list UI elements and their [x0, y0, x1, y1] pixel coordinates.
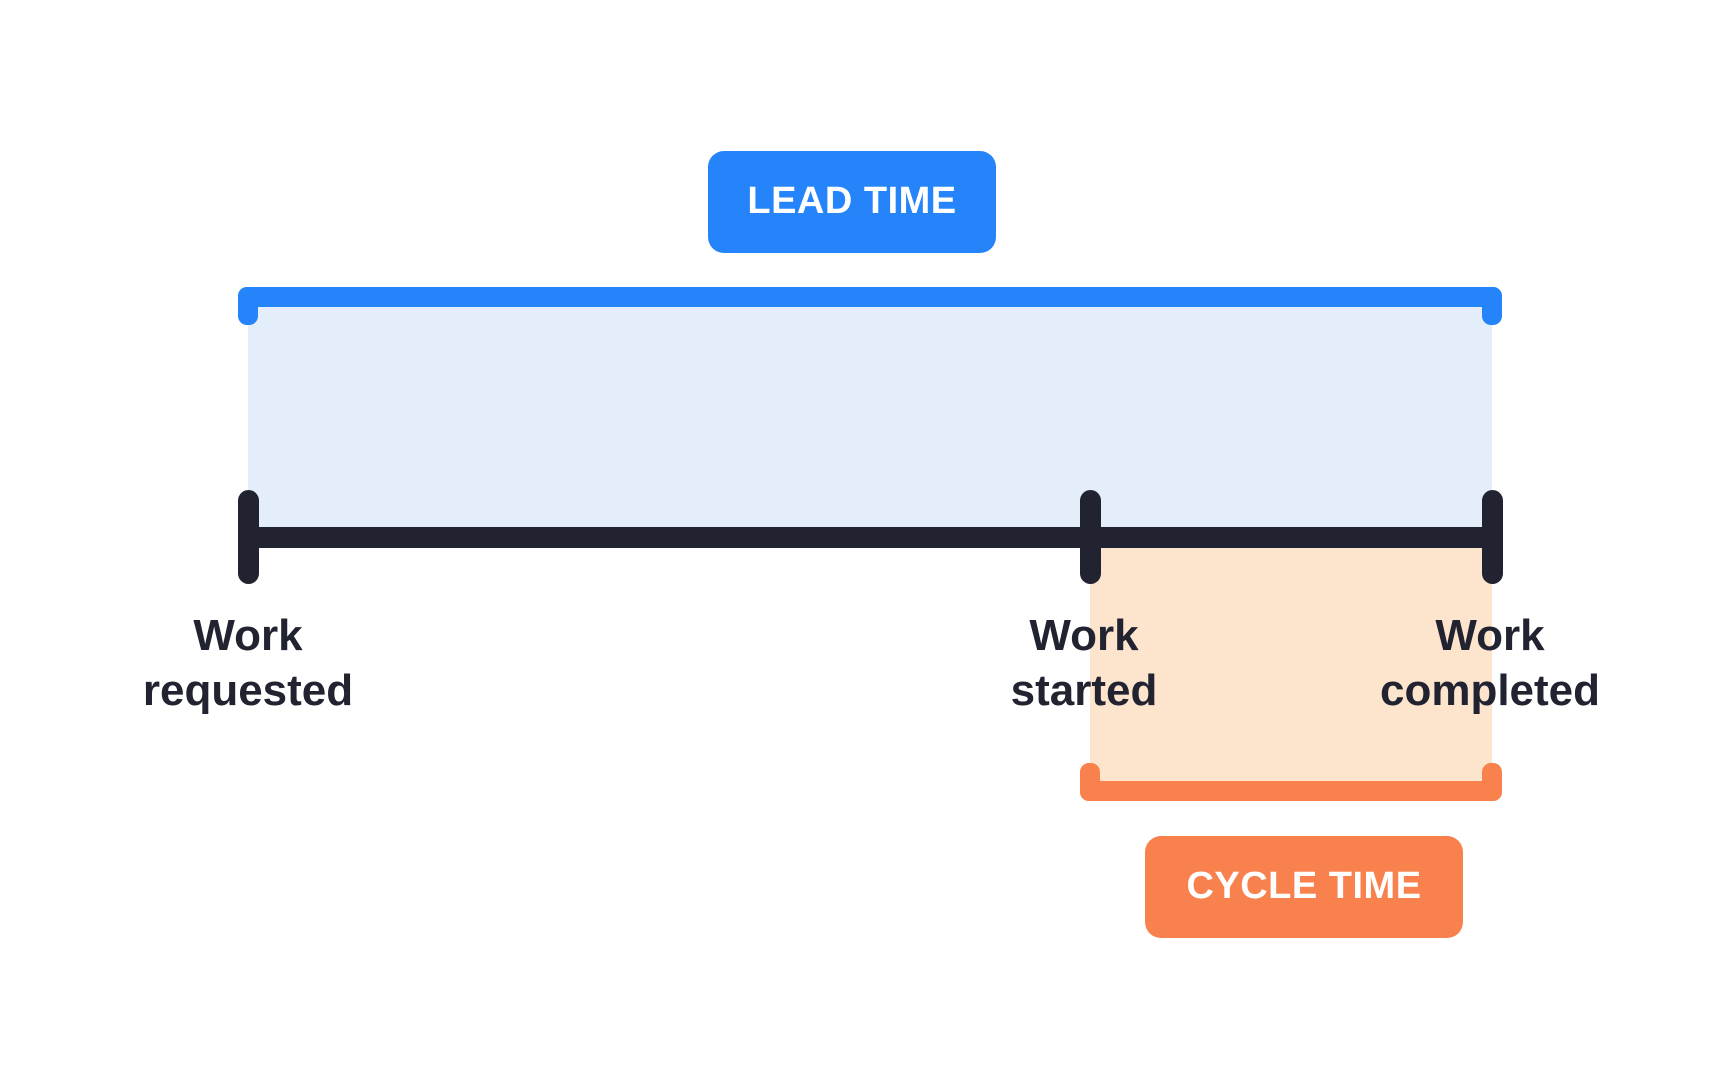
lead-time-badge: LEAD TIME [708, 151, 996, 253]
milestone-label-work-requested: Work requested [142, 611, 354, 715]
lead-time-bracket-rail [238, 287, 1502, 307]
cycle-time-bracket-left-stub [1080, 763, 1100, 801]
timeline-tick-work-completed [1482, 490, 1503, 584]
lead-time-region-fill [248, 288, 1492, 538]
cycle-time-bracket-right-stub [1482, 763, 1502, 801]
lead-time-bracket-right-stub [1482, 287, 1502, 325]
milestone-label-work-started: Work started [1010, 611, 1158, 715]
timeline-tick-work-started [1080, 490, 1101, 584]
cycle-time-badge: CYCLE TIME [1145, 836, 1463, 938]
timeline-axis [248, 527, 1492, 548]
milestone-label-work-completed: Work completed [1379, 611, 1601, 715]
cycle-time-region-fill [1090, 538, 1492, 788]
lead-time-bracket-left-stub [238, 287, 258, 325]
cycle-time-bracket-rail [1080, 781, 1502, 801]
timeline-tick-work-requested [238, 490, 259, 584]
